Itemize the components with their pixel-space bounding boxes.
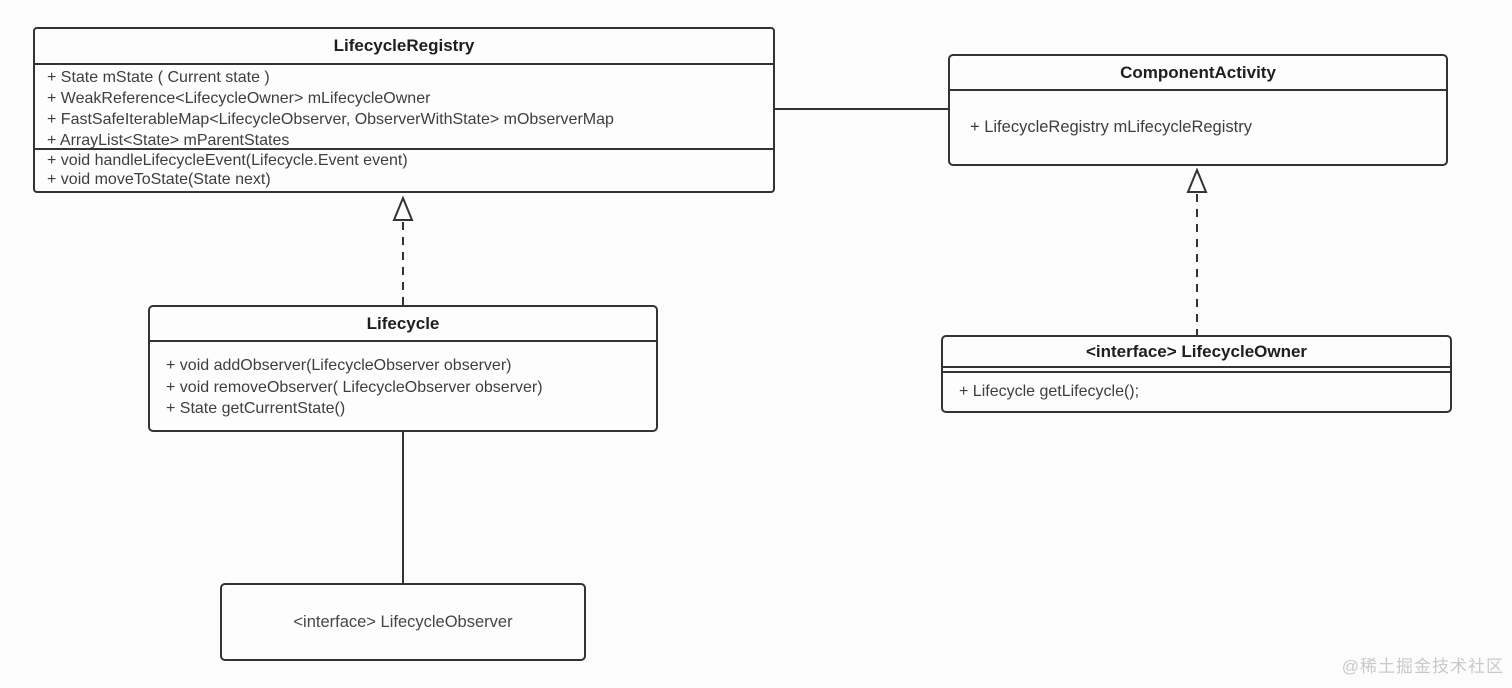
method-addobserver: + void addObserver(LifecycleObserver obs…: [166, 357, 512, 374]
attributes-compartment: + State mState ( Current state ) + WeakR…: [35, 65, 773, 150]
class-title-componentactivity: ComponentActivity: [950, 56, 1446, 91]
attribute-mlifecycleowner: + WeakReference<LifecycleOwner> mLifecyc…: [47, 90, 431, 107]
method-handlelifecycleevent: + void handleLifecycleEvent(Lifecycle.Ev…: [47, 152, 408, 169]
interface-box-lifecycleowner: <interface> LifecycleOwner + Lifecycle g…: [941, 335, 1452, 413]
association-line-lifecycle-observer: [402, 432, 404, 583]
methods-compartment: + void handleLifecycleEvent(Lifecycle.Ev…: [35, 150, 773, 191]
method-getlifecycle: + Lifecycle getLifecycle();: [959, 383, 1140, 400]
attribute-mstate: + State mState ( Current state ): [47, 69, 270, 86]
association-line-registry-activity: [775, 108, 948, 110]
attribute-mobservermap: + FastSafeIterableMap<LifecycleObserver,…: [47, 111, 614, 128]
class-box-componentactivity: ComponentActivity + LifecycleRegistry mL…: [948, 54, 1448, 166]
interface-title-lifecycleobserver: <interface> LifecycleObserver: [293, 612, 513, 631]
methods-compartment: + void addObserver(LifecycleObserver obs…: [150, 342, 656, 430]
realization-dashed-line-owner-activity: [1196, 194, 1198, 335]
compartment-divider: [943, 368, 1450, 373]
attribute-mparentstates: + ArrayList<State> mParentStates: [47, 132, 290, 149]
method-movetostate: + void moveToState(State next): [47, 171, 271, 188]
realization-arrowhead-activity: [1186, 168, 1208, 193]
class-title-lifecycle: Lifecycle: [150, 307, 656, 342]
class-title-lifecycleregistry: LifecycleRegistry: [35, 29, 773, 65]
class-box-lifecycleregistry: LifecycleRegistry + State mState ( Curre…: [33, 27, 775, 193]
interface-box-lifecycleobserver: <interface> LifecycleObserver: [220, 583, 586, 661]
watermark-text: @稀土掘金技术社区: [1341, 657, 1504, 676]
class-box-lifecycle: Lifecycle + void addObserver(LifecycleOb…: [148, 305, 658, 432]
interface-title-lifecycleowner: <interface> LifecycleOwner: [943, 337, 1450, 368]
method-getcurrentstate: + State getCurrentState(): [166, 400, 346, 417]
attributes-compartment: + LifecycleRegistry mLifecycleRegistry: [950, 91, 1446, 164]
method-removeobserver: + void removeObserver( LifecycleObserver…: [166, 378, 543, 396]
methods-compartment: + Lifecycle getLifecycle();: [943, 373, 1450, 411]
generalization-arrowhead-registry: [392, 196, 414, 221]
attribute-mlifecycleregistry: + LifecycleRegistry mLifecycleRegistry: [970, 118, 1252, 136]
generalization-dashed-line-lifecycle-registry: [402, 222, 404, 305]
